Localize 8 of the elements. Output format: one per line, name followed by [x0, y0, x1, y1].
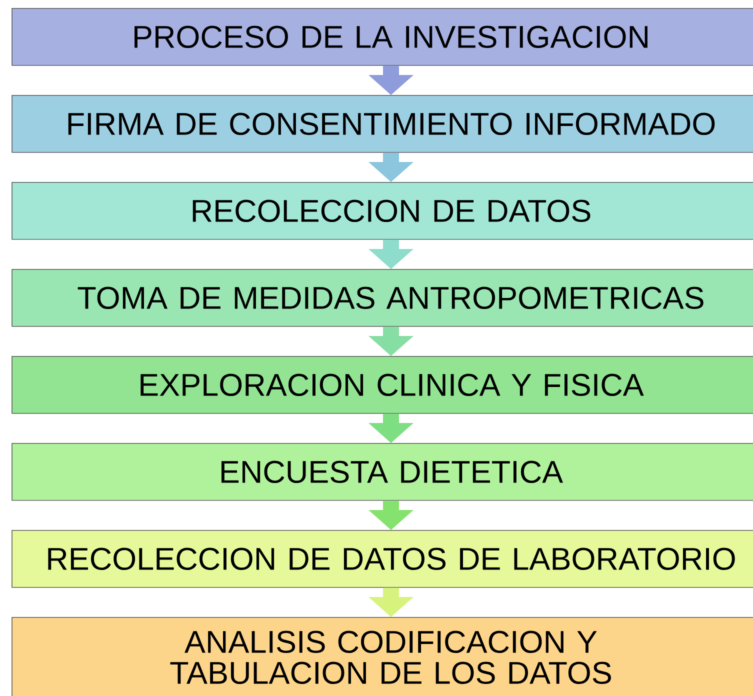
process-box: RECOLECCION DE DATOS DE LABORATORIO — [12, 530, 753, 588]
process-box: TOMA DE MEDIDAS ANTROPOMETRICAS — [12, 269, 753, 327]
process-box: FIRMA DE CONSENTIMIENTO INFORMADO — [12, 95, 753, 153]
process-box: EXPLORACION CLINICA Y FISICA — [12, 356, 753, 414]
process-box: RECOLECCION DE DATOS — [12, 182, 753, 240]
process-box: PROCESO DE LA INVESTIGACION — [12, 8, 753, 66]
process-box: ANALISIS CODIFICACION Y TABULACION DE LOS DATOS — [12, 617, 753, 696]
process-box: ENCUESTA DIETETICA — [12, 443, 753, 501]
